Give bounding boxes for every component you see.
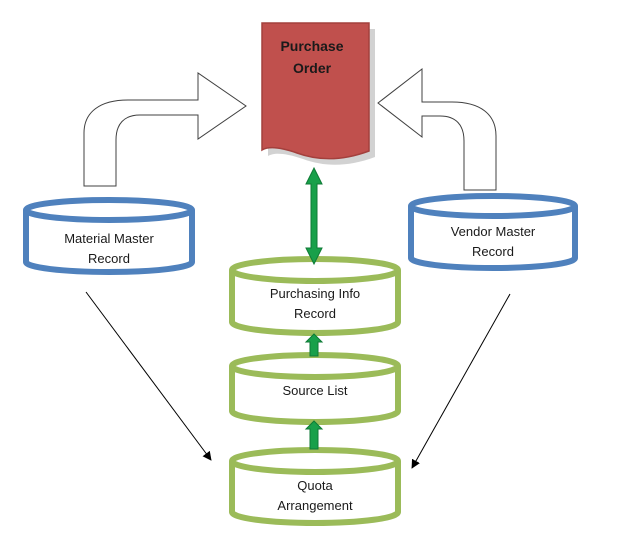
quota-to-source-arrow <box>304 420 324 450</box>
source-list-cylinder: Source List <box>229 352 401 425</box>
purchase-order-label-line2: Order <box>293 60 332 76</box>
material-to-quota-arrow <box>85 291 212 461</box>
purchase-order-shape <box>261 22 370 160</box>
po-info-double-arrow <box>305 166 323 266</box>
quota-arrangement-label-line1: Quota <box>297 478 333 493</box>
vendor-master-cylinder: Vendor Master Record <box>408 193 578 271</box>
material-master-cylinder: Material Master Record <box>23 197 195 275</box>
quota-arrangement-label-line2: Arrangement <box>277 498 353 513</box>
purchase-order-document: Purchase Order <box>261 22 375 165</box>
purchasing-info-label-line2: Record <box>294 306 336 321</box>
purchasing-info-label-line1: Purchasing Info <box>270 286 360 301</box>
vendor-master-label-line2: Record <box>472 244 514 259</box>
purchasing-info-cylinder: Purchasing Info Record <box>229 256 401 336</box>
vendor-master-label-line1: Vendor Master <box>451 224 536 239</box>
material-master-label-line2: Record <box>88 251 130 266</box>
source-list-label: Source List <box>282 383 347 398</box>
vendor-to-po-curved-arrow <box>377 67 497 191</box>
vendor-to-quota-arrow <box>411 293 511 469</box>
quota-arrangement-cylinder: Quota Arrangement <box>229 447 401 526</box>
source-to-info-arrow <box>304 333 324 357</box>
material-to-po-curved-arrow <box>83 72 247 187</box>
purchase-order-label-line1: Purchase <box>280 38 343 54</box>
material-master-label-line1: Material Master <box>64 231 154 246</box>
